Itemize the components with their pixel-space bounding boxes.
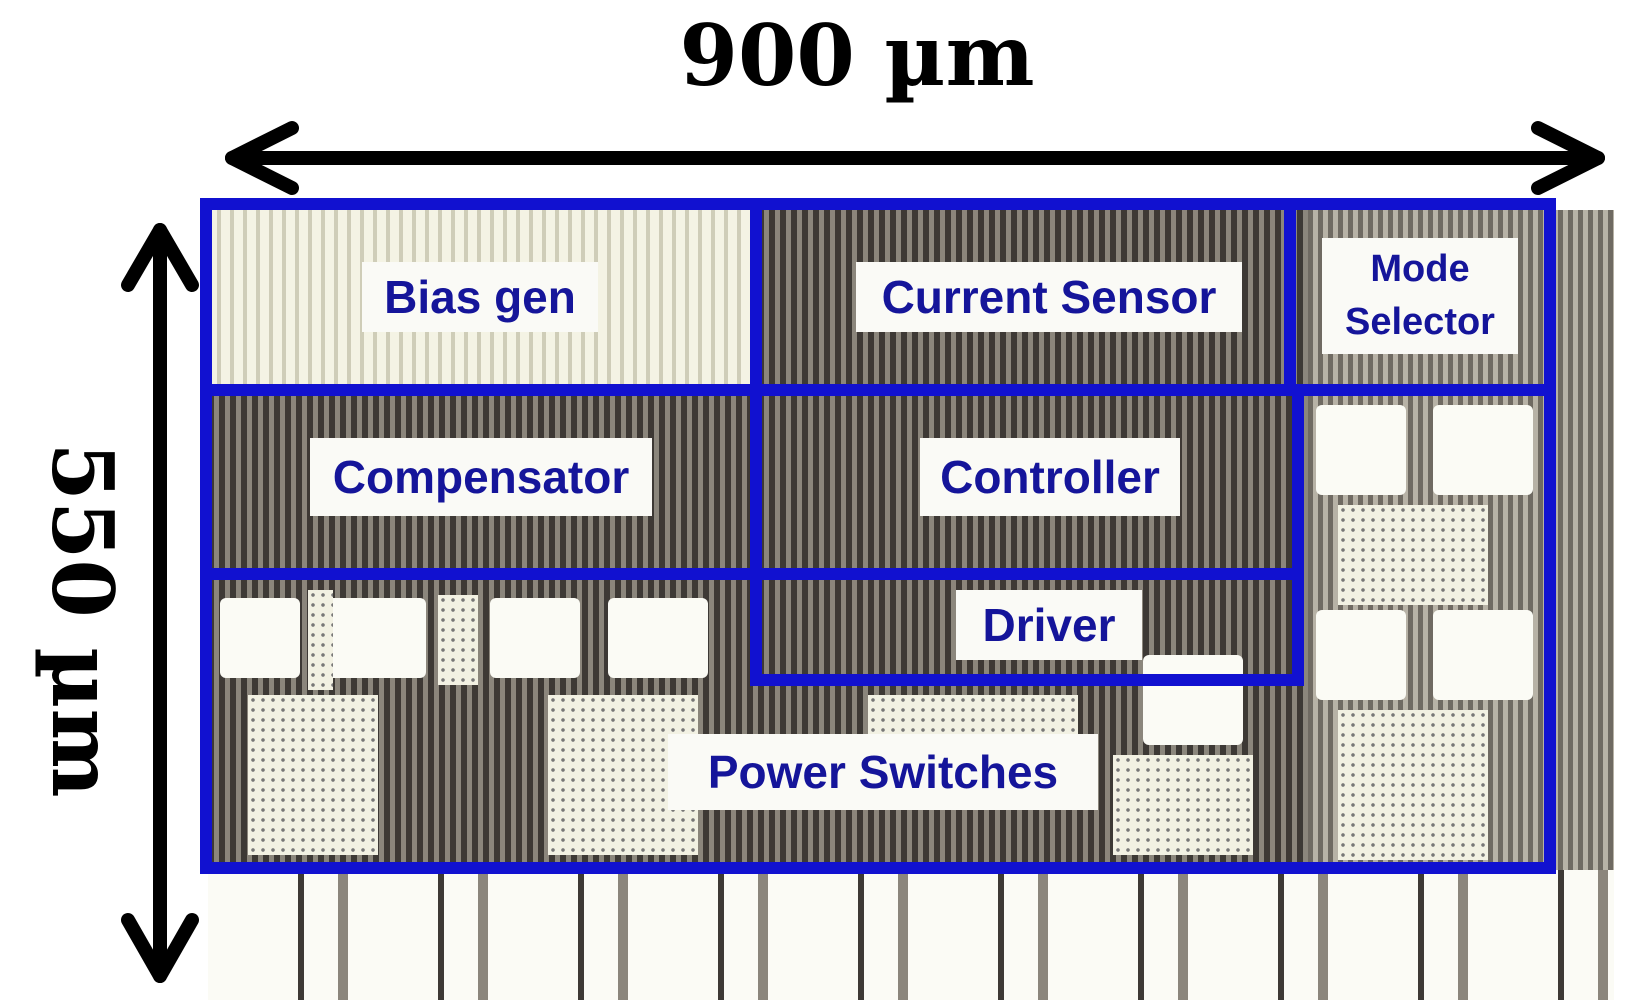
switch-structure — [1338, 505, 1488, 605]
compensator-label: Compensator — [310, 438, 652, 516]
pad — [220, 598, 300, 678]
current-sensor-label: Current Sensor — [856, 262, 1242, 332]
pad — [1316, 610, 1406, 700]
pad — [1433, 610, 1533, 700]
width-dimension-label: 900 µm — [679, 6, 1035, 105]
pad — [326, 598, 426, 678]
pad — [1316, 405, 1406, 495]
width-arrow-left-head — [225, 121, 299, 195]
switch-structure — [1338, 710, 1488, 860]
bottom-strip-texture — [208, 870, 1614, 1000]
power-switches-label: Power Switches — [668, 734, 1098, 810]
controller-label: Controller — [920, 438, 1180, 516]
bias-gen-label: Bias gen — [362, 262, 598, 332]
height-arrow-bottom-head — [121, 913, 199, 983]
height-arrow-top-head — [121, 223, 199, 292]
width-arrow-right-head — [1531, 121, 1605, 195]
mode-selector-block — [1284, 198, 1556, 396]
pad — [1433, 405, 1533, 495]
driver-label: Driver — [956, 590, 1142, 660]
pad — [1143, 655, 1243, 745]
switch-structure — [438, 595, 478, 685]
switch-structure — [308, 590, 333, 690]
switch-structure — [248, 695, 378, 855]
pad — [490, 598, 580, 678]
switch-structure — [1113, 755, 1253, 855]
pad — [608, 598, 708, 678]
driver-block — [750, 568, 1304, 686]
mode-selector-label: Mode Selector — [1322, 238, 1518, 354]
